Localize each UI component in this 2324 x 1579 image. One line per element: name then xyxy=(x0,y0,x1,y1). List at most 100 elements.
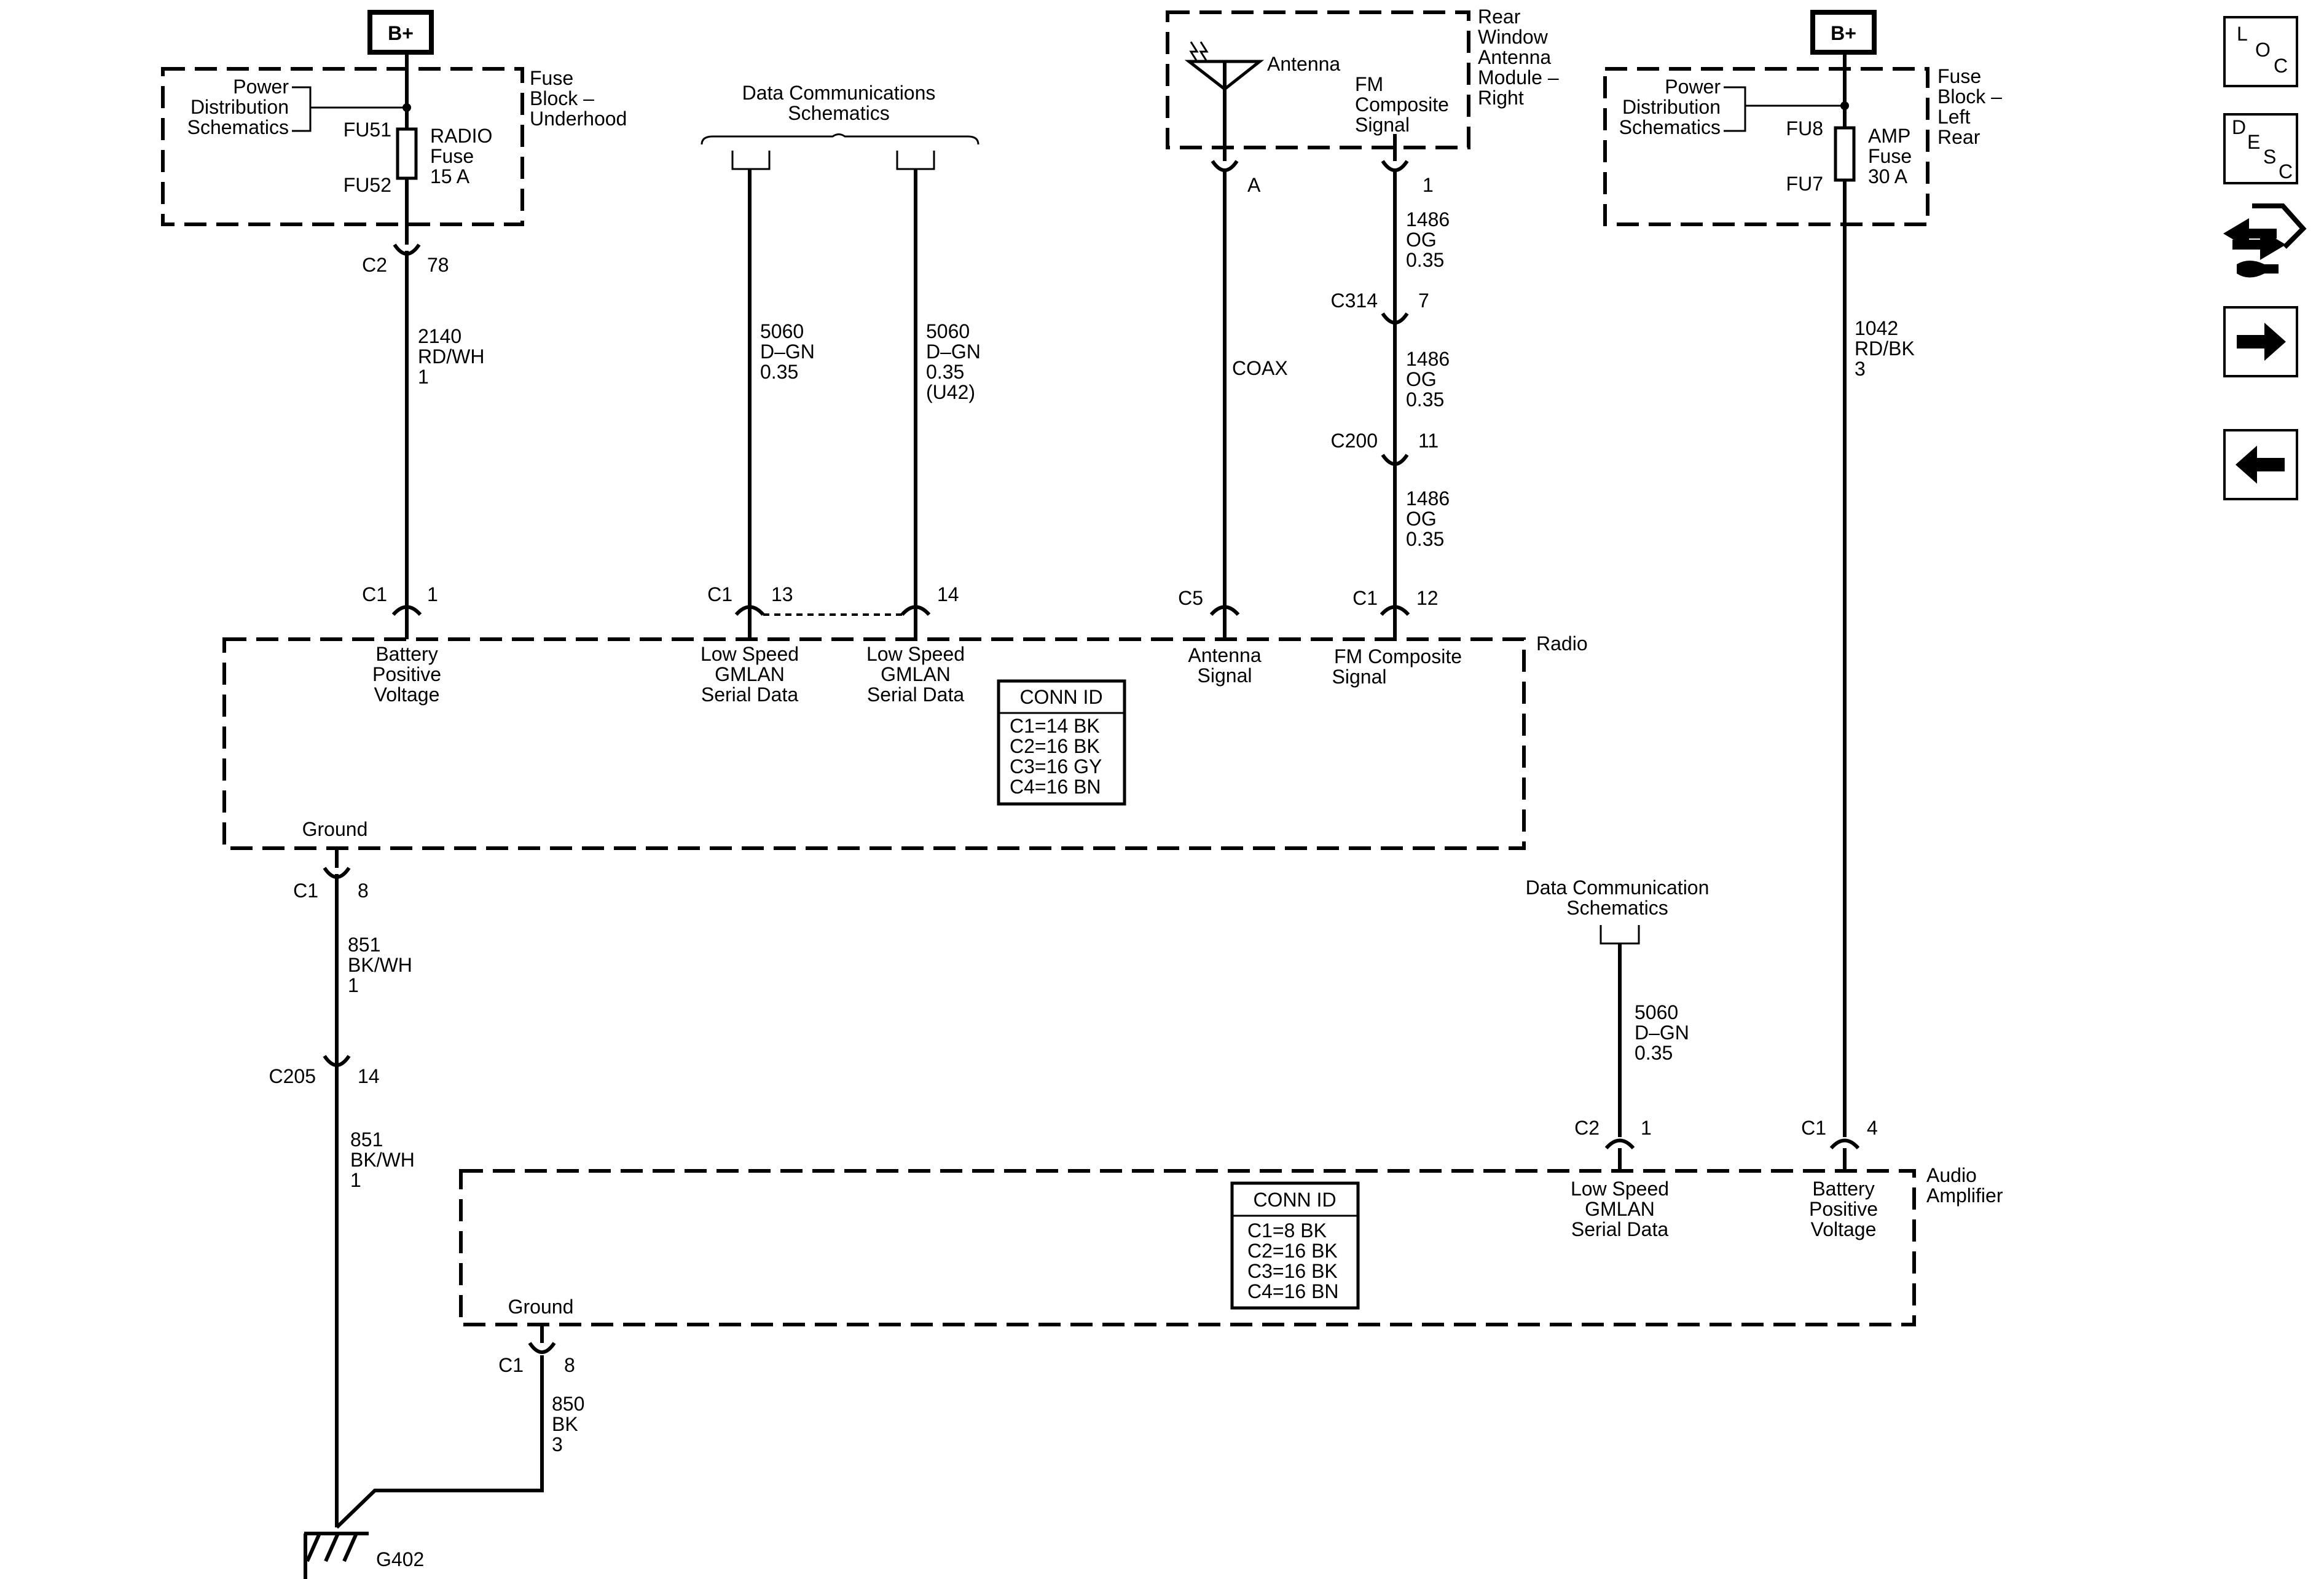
svg-text:C4=16 BN: C4=16 BN xyxy=(1247,1280,1339,1302)
svg-text:Battery: Battery xyxy=(375,643,438,665)
svg-text:FU52: FU52 xyxy=(343,174,391,196)
svg-text:COAX: COAX xyxy=(1232,357,1288,379)
back-button[interactable] xyxy=(2223,429,2298,500)
svg-text:A: A xyxy=(1247,174,1261,196)
svg-text:S: S xyxy=(2263,146,2276,168)
svg-text:OG: OG xyxy=(1406,229,1437,251)
svg-text:Left: Left xyxy=(1937,106,1970,128)
svg-text:Composite: Composite xyxy=(1355,93,1449,116)
svg-text:1486: 1486 xyxy=(1406,348,1450,370)
svg-text:(U42): (U42) xyxy=(926,381,975,403)
svg-text:11: 11 xyxy=(1418,430,1439,452)
svg-text:OG: OG xyxy=(1406,368,1437,390)
svg-text:Fuse: Fuse xyxy=(1937,65,1981,87)
loc-button[interactable]: L O C xyxy=(2223,16,2298,87)
svg-text:Audio: Audio xyxy=(1926,1164,1977,1186)
svg-text:0.35: 0.35 xyxy=(1635,1042,1673,1064)
svg-text:Positive: Positive xyxy=(1809,1198,1878,1220)
svg-text:C2: C2 xyxy=(1574,1117,1600,1139)
data-comm-title: Data Communications xyxy=(742,82,936,104)
svg-text:C1: C1 xyxy=(1801,1117,1826,1139)
svg-text:C1=14 BK: C1=14 BK xyxy=(1010,715,1100,737)
svg-text:1: 1 xyxy=(350,1169,361,1191)
svg-text:E: E xyxy=(2247,131,2260,153)
amp-conn-id-table: CONN ID C1=8 BK C2=16 BK C3=16 BK C4=16 … xyxy=(1230,1181,1360,1310)
svg-text:Ground: Ground xyxy=(508,1296,574,1318)
svg-text:CONN ID: CONN ID xyxy=(1253,1189,1336,1211)
svg-text:1042: 1042 xyxy=(1855,317,1898,339)
svg-text:8: 8 xyxy=(564,1354,575,1376)
audio-amplifier-module: Audio Amplifier C2 1 Low Speed GMLAN Ser… xyxy=(459,1117,2003,1376)
svg-text:850: 850 xyxy=(552,1393,584,1415)
swap-arrows-connector-icon[interactable] xyxy=(2223,203,2307,278)
svg-text:D: D xyxy=(2232,116,2246,138)
svg-text:Low Speed: Low Speed xyxy=(1571,1178,1669,1200)
svg-text:D–GN: D–GN xyxy=(1635,1022,1689,1044)
svg-text:Block –: Block – xyxy=(1937,85,2002,108)
svg-text:12: 12 xyxy=(1416,587,1439,609)
amp-fuse xyxy=(1834,126,1856,182)
svg-text:C1: C1 xyxy=(362,583,387,605)
svg-text:3: 3 xyxy=(552,1433,563,1455)
svg-text:Block –: Block – xyxy=(530,87,594,109)
svg-text:C3=16 GY: C3=16 GY xyxy=(1010,755,1102,778)
svg-text:1: 1 xyxy=(348,974,359,996)
forward-button[interactable] xyxy=(2223,306,2298,377)
svg-text:2140: 2140 xyxy=(418,325,461,347)
svg-text:8: 8 xyxy=(358,880,369,902)
svg-text:L: L xyxy=(2237,23,2248,45)
svg-text:Schematics: Schematics xyxy=(187,116,289,138)
svg-text:14: 14 xyxy=(358,1065,380,1087)
svg-text:851: 851 xyxy=(348,934,380,956)
svg-text:Data Communication: Data Communication xyxy=(1526,876,1710,899)
svg-text:Serial Data: Serial Data xyxy=(701,683,799,706)
svg-text:BK/WH: BK/WH xyxy=(350,1149,415,1171)
svg-text:C1: C1 xyxy=(707,583,732,605)
svg-text:Fuse: Fuse xyxy=(430,145,474,167)
svg-text:Ground: Ground xyxy=(302,818,368,840)
arrow-left-icon xyxy=(2236,446,2285,484)
data-communications-top: Data Communications Schematics 5060 D–GN… xyxy=(701,82,981,615)
bplus-label: B+ xyxy=(388,22,414,44)
svg-text:0.35: 0.35 xyxy=(926,361,964,383)
svg-text:1: 1 xyxy=(427,583,438,605)
svg-text:Distribution: Distribution xyxy=(190,96,289,118)
svg-text:Schematics: Schematics xyxy=(1619,116,1721,138)
svg-text:D–GN: D–GN xyxy=(926,341,981,363)
arrow-right-icon xyxy=(2237,323,2286,361)
svg-text:Power: Power xyxy=(1665,76,1721,98)
svg-text:RADIO: RADIO xyxy=(430,125,492,147)
svg-text:C4=16 BN: C4=16 BN xyxy=(1010,776,1101,798)
svg-text:15 A: 15 A xyxy=(430,165,470,187)
svg-text:C205: C205 xyxy=(269,1065,316,1087)
svg-text:1: 1 xyxy=(1641,1117,1652,1139)
desc-button[interactable]: D E S C xyxy=(2223,113,2298,184)
svg-text:Low Speed: Low Speed xyxy=(866,643,965,665)
svg-text:C200: C200 xyxy=(1331,430,1378,452)
svg-text:C: C xyxy=(2279,160,2293,183)
svg-text:Positive: Positive xyxy=(372,663,441,685)
svg-text:C5: C5 xyxy=(1178,587,1203,609)
svg-text:C314: C314 xyxy=(1331,289,1378,312)
svg-text:FM Composite: FM Composite xyxy=(1334,645,1462,667)
radio-fuse xyxy=(396,127,418,180)
svg-text:0.35: 0.35 xyxy=(760,361,798,383)
svg-text:Voltage: Voltage xyxy=(1811,1218,1877,1240)
svg-text:1486: 1486 xyxy=(1406,487,1450,510)
svg-text:Underhood: Underhood xyxy=(530,108,627,130)
svg-text:Serial Data: Serial Data xyxy=(867,683,965,706)
svg-text:13: 13 xyxy=(771,583,793,605)
svg-text:C1=8 BK: C1=8 BK xyxy=(1247,1219,1327,1242)
svg-text:GMLAN: GMLAN xyxy=(881,663,951,685)
svg-text:Voltage: Voltage xyxy=(374,683,440,706)
svg-text:BK: BK xyxy=(552,1413,578,1435)
svg-text:FM: FM xyxy=(1355,73,1383,95)
svg-text:O: O xyxy=(2255,39,2271,61)
svg-text:FU8: FU8 xyxy=(1786,117,1823,140)
svg-text:Rear: Rear xyxy=(1478,6,1521,28)
ground-path: 851 BK/WH 1 C205 14 851 BK/WH 1 850 BK 3… xyxy=(269,874,584,1579)
radio-conn-id-table: CONN ID C1=14 BK C2=16 BK C3=16 GY C4=16… xyxy=(997,679,1126,806)
svg-text:Distribution: Distribution xyxy=(1622,96,1721,118)
svg-text:5060: 5060 xyxy=(926,320,970,342)
